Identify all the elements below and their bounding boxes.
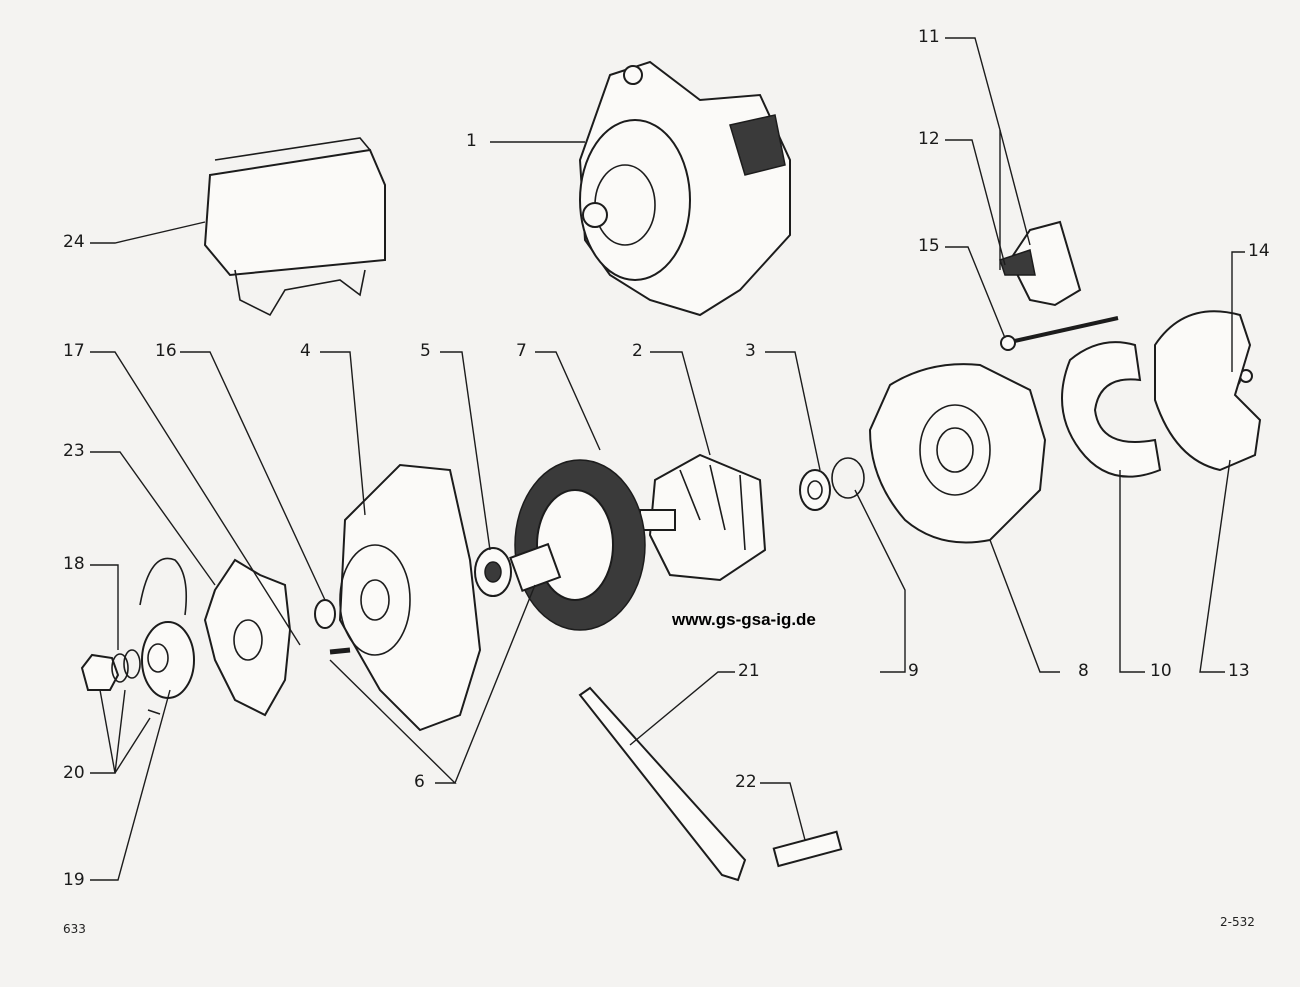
- callout-21: 21: [738, 661, 760, 681]
- callout-13: 13: [1228, 661, 1250, 681]
- part-22-sleeve: [772, 830, 843, 868]
- part-2-rotor: [639, 453, 767, 582]
- part-15-bolt: [1000, 316, 1119, 351]
- callout-19: 19: [63, 870, 85, 890]
- callout-18: 18: [63, 554, 85, 574]
- part-6-screw: [329, 647, 351, 655]
- part-9-ring: [831, 457, 865, 499]
- callout-15: 15: [918, 236, 940, 256]
- callout-3: 3: [745, 341, 756, 361]
- part-10-rectifier: [1061, 341, 1162, 478]
- callout-10: 10: [1150, 661, 1172, 681]
- part-4-drive-end-housing: [338, 463, 482, 732]
- part-20-nut-washers: [80, 649, 161, 715]
- part-23-key: [139, 557, 188, 616]
- page-code-right: 2-532: [1220, 915, 1255, 929]
- callout-9: 9: [908, 661, 919, 681]
- callout-4: 4: [300, 341, 311, 361]
- part-16-spacer: [314, 599, 336, 629]
- callout-11: 11: [918, 27, 940, 47]
- part-17-fan: [203, 558, 292, 717]
- callout-20: 20: [63, 763, 85, 783]
- callout-5: 5: [420, 341, 431, 361]
- callout-16: 16: [155, 341, 177, 361]
- callout-14: 14: [1248, 241, 1270, 261]
- callout-22: 22: [735, 772, 757, 792]
- page-code-left: 633: [63, 922, 86, 936]
- part-18-pulley: [141, 621, 195, 699]
- callout-23: 23: [63, 441, 85, 461]
- callout-17: 17: [63, 341, 85, 361]
- callout-1: 1: [466, 131, 477, 151]
- callout-6: 6: [414, 772, 425, 792]
- part-11-12-brush-holder: [999, 220, 1082, 307]
- part-7-stator: [514, 459, 646, 631]
- leader-lines: [90, 37, 1245, 881]
- part-1-alternator: [578, 60, 791, 317]
- callout-24: 24: [63, 232, 85, 252]
- part-3-bearing: [799, 469, 831, 511]
- website-watermark: www.gs-gsa-ig.de: [672, 610, 816, 629]
- callout-7: 7: [516, 341, 527, 361]
- callout-2: 2: [632, 341, 643, 361]
- part-24-cover: [203, 137, 386, 317]
- part-21-bracket: [578, 686, 747, 882]
- part-5-bearing: [474, 542, 562, 597]
- part-8-end-housing: [868, 363, 1047, 544]
- part-13-cover-plate: [1154, 310, 1262, 472]
- callout-8: 8: [1078, 661, 1089, 681]
- callout-12: 12: [918, 129, 940, 149]
